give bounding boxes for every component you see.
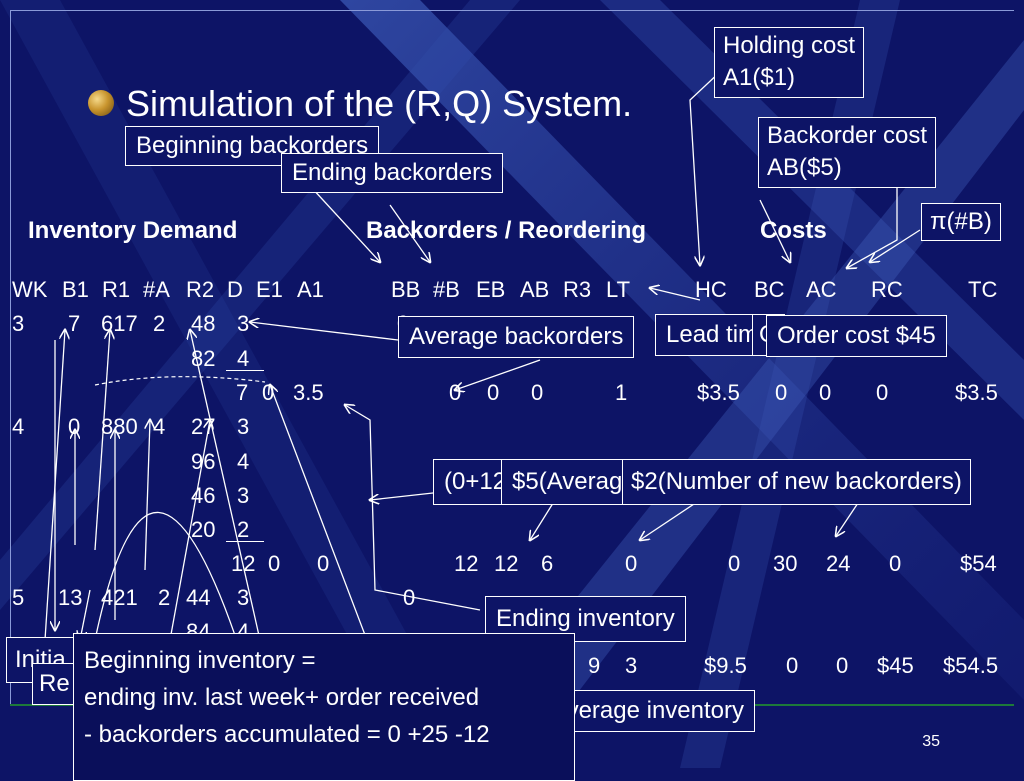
callout-line: A1($1) — [723, 64, 796, 92]
callout-average-inventory: Average inventory — [540, 690, 756, 733]
cell: 0 — [487, 380, 500, 405]
cell: 7 — [68, 311, 81, 336]
cell: $54 — [960, 551, 997, 576]
cell: 2 — [153, 311, 166, 336]
callout-holding-cost: Holding cost A1($1) — [714, 27, 865, 98]
callout-beginning-inventory: Beginning inventory = ending inv. last w… — [73, 633, 575, 781]
cell: 4 — [237, 449, 250, 474]
cell: 0 — [728, 551, 741, 576]
cell: 44 — [186, 585, 211, 610]
col-wk: WK — [12, 277, 48, 302]
cell: 0 — [531, 380, 544, 405]
frame-left — [10, 10, 11, 704]
bullet-icon — [88, 90, 114, 116]
cell: 0 — [403, 585, 416, 610]
col-na: #A — [143, 277, 170, 302]
cell: 12 — [454, 551, 479, 576]
cell: 4 — [237, 346, 250, 371]
col-ab: AB — [520, 277, 550, 302]
cell: 9 — [588, 653, 601, 678]
cell: 2 — [237, 517, 250, 542]
cell: 0 — [836, 653, 849, 678]
callout-backorder-cost: Backorder cost AB($5) — [758, 117, 937, 188]
cell: 2 — [158, 585, 171, 610]
cell: 0 — [317, 551, 330, 576]
col-bb: BB — [391, 277, 421, 302]
col-d: D — [227, 277, 243, 302]
cell: 7 — [236, 380, 249, 405]
col-r2: R2 — [186, 277, 215, 302]
callout-reorder-partial: Re — [32, 663, 77, 706]
cell: 0 — [786, 653, 799, 678]
cell: 421 — [101, 585, 138, 610]
cell: 0 — [625, 551, 638, 576]
cell: 30 — [773, 551, 798, 576]
cell: 1 — [615, 380, 628, 405]
cell: 0 — [268, 551, 281, 576]
slide-title: Simulation of the (R,Q) System. — [126, 83, 633, 124]
callout-formula-right: $2(Number of new backorders) — [622, 459, 971, 506]
callout-line: ending inv. last week+ order received — [84, 684, 480, 712]
col-lt: LT — [606, 277, 631, 302]
cell: 48 — [191, 311, 216, 336]
cell: 0 — [775, 380, 788, 405]
callout-pi-b: π(#B) — [921, 203, 1001, 242]
cell: $45 — [877, 653, 914, 678]
cell: 3.5 — [293, 380, 324, 405]
cell: $3.5 — [697, 380, 740, 405]
col-eb: EB — [476, 277, 506, 302]
callout-order-cost: Order cost $45 — [766, 315, 947, 358]
cell: 5 — [12, 585, 25, 610]
col-r1: R1 — [102, 277, 131, 302]
col-b1: B1 — [62, 277, 89, 302]
callout-line: Beginning inventory = — [84, 647, 316, 674]
underline — [226, 541, 264, 542]
callout-average-backorders: Average backorders — [398, 316, 635, 359]
cell: 6 — [541, 551, 554, 576]
cell: 0 — [889, 551, 902, 576]
callout-line: Holding cost — [723, 32, 856, 59]
col-bc: BC — [754, 277, 785, 302]
cell: 4 — [12, 414, 25, 439]
cell: 3 — [12, 311, 25, 336]
cell: $3.5 — [955, 380, 998, 405]
page-number: 35 — [922, 733, 940, 750]
col-hc: HC — [695, 277, 727, 302]
cell: 4 — [153, 414, 166, 439]
header-backorders-reordering: Backorders / Reordering — [366, 217, 647, 244]
cell: 24 — [826, 551, 851, 576]
col-ac: AC — [806, 277, 837, 302]
cell: 3 — [237, 585, 250, 610]
frame-top — [10, 10, 1014, 11]
callout-line: AB($5) — [767, 154, 842, 182]
cell: 3 — [237, 414, 250, 439]
cell: 3 — [237, 483, 250, 508]
cell: 3 — [237, 311, 250, 336]
col-e1: E1 — [256, 277, 283, 302]
col-a1: A1 — [297, 277, 324, 302]
callout-line: - backorders accumulated = 0 +25 -12 — [84, 721, 490, 749]
cell: 0 — [876, 380, 889, 405]
underline — [226, 370, 264, 371]
cell: 3 — [625, 653, 638, 678]
cell: $54.5 — [943, 653, 999, 678]
cell: 20 — [191, 517, 216, 542]
header-inventory-demand: Inventory Demand — [28, 217, 238, 244]
cell: 96 — [191, 449, 216, 474]
col-rc: RC — [871, 277, 903, 302]
col-nb: #B — [433, 277, 460, 302]
cell: $9.5 — [704, 653, 747, 678]
cell: 13 — [58, 585, 83, 610]
col-tc: TC — [968, 277, 998, 302]
cell: 0 — [819, 380, 832, 405]
cell: 12 — [494, 551, 519, 576]
callout-ending-backorders: Ending backorders — [281, 153, 504, 194]
callout-line: Backorder cost — [767, 122, 928, 149]
col-r3: R3 — [563, 277, 592, 302]
